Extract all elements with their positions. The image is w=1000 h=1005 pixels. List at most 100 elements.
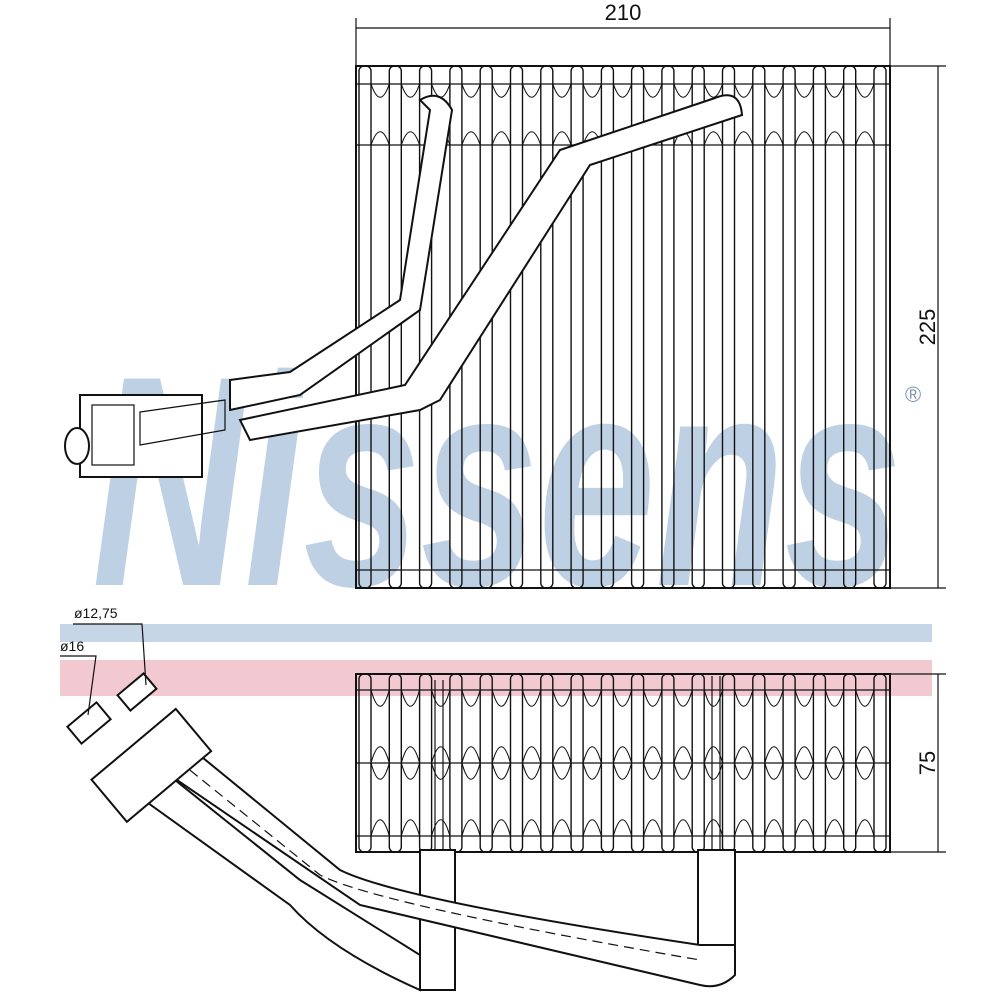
- fin-tube: [509, 65, 524, 589]
- fin-tube: [843, 65, 857, 589]
- core-side-fins: [358, 673, 887, 853]
- fin-bulge: [370, 689, 390, 764]
- fin-tube: [752, 673, 766, 853]
- fin-bulge: [824, 689, 845, 764]
- port-fitting-16: [65, 700, 113, 746]
- evaporator-core-side: [355, 673, 891, 853]
- fin-bulge: [400, 689, 421, 764]
- fin-bulge: [643, 689, 663, 764]
- fin-bulge: [400, 83, 421, 146]
- fin-tube: [691, 65, 705, 589]
- fin-tube: [812, 65, 827, 589]
- diameter-small-label: ø12,75: [74, 605, 118, 621]
- side-pipe-inlets: [434, 676, 721, 850]
- fin-bulge: [491, 762, 512, 837]
- dimension-annotations: 210 225 75 ø12,75 ø16: [60, 0, 946, 853]
- fin-bulge: [612, 689, 633, 764]
- fin-bulge: [703, 83, 724, 146]
- fin-bulge: [552, 83, 572, 146]
- fin-tube: [812, 673, 827, 853]
- fin-tube: [782, 65, 796, 589]
- fin-tube: [721, 65, 736, 589]
- fin-bulge: [733, 762, 754, 837]
- fin-bulge: [370, 83, 390, 146]
- fin-bulge: [764, 83, 784, 146]
- port-fitting-1275: [116, 672, 158, 712]
- fin-bulge: [673, 762, 693, 837]
- fin-bulge: [552, 689, 572, 764]
- refrigerant-pipes-side: [65, 672, 736, 992]
- fin-tube: [873, 65, 887, 589]
- fin-bulge: [764, 762, 784, 837]
- leader-1275: [73, 623, 147, 686]
- fin-bulge: [855, 762, 875, 837]
- liquid-pipe: [238, 94, 744, 442]
- fin-bulge: [461, 83, 481, 146]
- fin-tube: [540, 65, 554, 589]
- expansion-valve-flange: [79, 394, 203, 478]
- refrigerant-pipes-front: [64, 94, 744, 478]
- fin-bulge: [673, 689, 693, 764]
- fin-bulge: [794, 83, 814, 146]
- fin-bulge: [400, 762, 421, 837]
- fin-tube: [418, 65, 433, 589]
- fin-bulge: [521, 762, 542, 837]
- fin-bulge: [794, 689, 814, 764]
- fin-bulge: [491, 83, 511, 146]
- fin-tube: [630, 65, 645, 589]
- fin-bulge: [824, 762, 845, 837]
- fin-tube: [752, 65, 766, 589]
- fin-bulge: [431, 689, 451, 764]
- side-pipe-right-riser: [697, 849, 736, 946]
- fin-bulge: [521, 83, 542, 146]
- fin-bulge: [491, 689, 512, 764]
- side-pipe-suction-run: [128, 758, 421, 992]
- side-pipe-centerline: [164, 749, 701, 961]
- registered-mark: ®: [905, 382, 921, 407]
- core-front-outline: [355, 65, 891, 589]
- watermark-blue-stripe: [60, 624, 932, 642]
- fin-bulge: [521, 689, 542, 764]
- fin-tube: [570, 65, 584, 589]
- suction-pipe: [229, 94, 454, 412]
- fin-bulge: [582, 83, 602, 146]
- fin-tube: [661, 673, 675, 853]
- side-pipe-liquid-run: [153, 733, 736, 988]
- fin-bulge: [461, 762, 481, 837]
- diameter-large-label: ø16: [60, 638, 84, 654]
- fin-bulge: [461, 689, 481, 764]
- fin-bulge: [733, 689, 754, 764]
- depth-dimension-label: 75: [915, 751, 940, 775]
- fin-bulge: [431, 762, 451, 837]
- fin-bulge: [734, 83, 754, 146]
- fin-tube: [600, 65, 615, 589]
- leader-16: [60, 655, 97, 716]
- fin-bulge: [582, 762, 602, 837]
- fin-bulge: [703, 689, 724, 764]
- fin-bulge: [824, 83, 845, 146]
- fin-bulge: [764, 689, 784, 764]
- fin-bulge: [855, 83, 875, 146]
- flange-port: [64, 427, 90, 465]
- fin-bulge: [794, 762, 814, 837]
- fin-bulge: [582, 689, 602, 764]
- flange-pipe-stub: [139, 399, 226, 446]
- fin-bulge: [552, 762, 572, 837]
- fin-bulge: [643, 762, 663, 837]
- fin-bulge: [370, 762, 390, 837]
- fin-tube: [782, 673, 796, 853]
- fin-tube: [630, 673, 645, 853]
- fin-bulge: [612, 762, 633, 837]
- flange-plate: [91, 404, 135, 466]
- fin-tube: [843, 673, 857, 853]
- side-flange-block: [90, 707, 213, 824]
- fin-tube: [873, 673, 887, 853]
- width-dimension-label: 210: [605, 0, 642, 25]
- watermark: Nissens ®: [60, 313, 932, 696]
- height-dimension-label: 225: [915, 309, 940, 346]
- fin-tube: [661, 65, 675, 589]
- fin-bulge: [855, 689, 875, 764]
- watermark-brand: Nissens: [92, 313, 902, 649]
